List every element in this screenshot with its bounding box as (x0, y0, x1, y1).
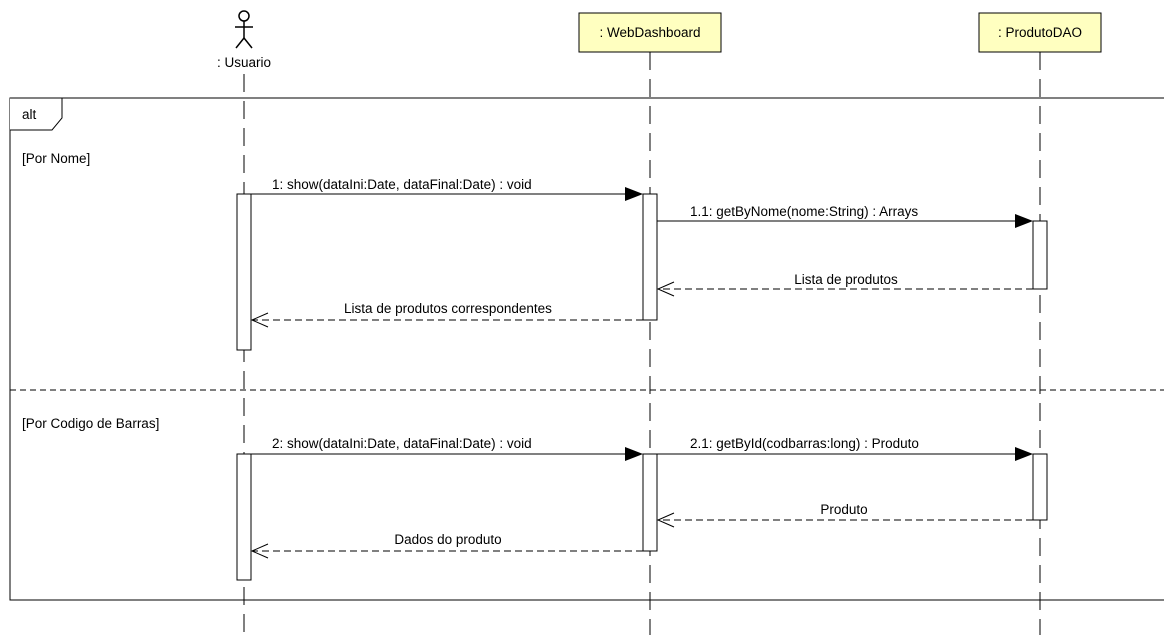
message-1[interactable]: 1: show(dataIni:Date, dataFinal:Date) : … (251, 177, 643, 201)
open-arrowhead-icon (656, 512, 675, 528)
activation-bar-usuario-2 (236, 453, 252, 581)
fragment-operator-label: alt (22, 107, 37, 122)
open-arrowhead-icon (250, 312, 269, 328)
message-2-1[interactable]: 2.1: getById(codbarras:long) : Produto (657, 436, 1033, 461)
message-label: 1.1: getByNome(nome:String) : Arrays (690, 204, 918, 219)
message-label: 1: show(dataIni:Date, dataFinal:Date) : … (272, 177, 532, 192)
actor-usuario[interactable]: : Usuario (217, 10, 271, 70)
stick-figure-icon (235, 10, 253, 49)
message-1-1[interactable]: 1.1: getByNome(nome:String) : Arrays (657, 204, 1033, 228)
filled-arrowhead-icon (1015, 447, 1033, 461)
return-produto[interactable]: Produto (656, 502, 1033, 528)
alt-fragment[interactable]: alt [Por Nome] [Por Codigo de Barras] (9, 97, 1164, 601)
message-label: 2.1: getById(codbarras:long) : Produto (690, 436, 919, 451)
participant-label-usuario: : Usuario (217, 55, 271, 70)
message-2[interactable]: 2: show(dataIni:Date, dataFinal:Date) : … (251, 436, 643, 461)
message-label: 2: show(dataIni:Date, dataFinal:Date) : … (272, 436, 532, 451)
guard-por-nome: [Por Nome] (22, 151, 90, 166)
fragment-frame (9, 97, 1164, 601)
activation-bar-produtodao-1 (1032, 220, 1048, 290)
message-label: Produto (820, 502, 867, 517)
open-arrowhead-icon (656, 281, 675, 297)
participant-webdashboard[interactable]: : WebDashboard (578, 12, 722, 53)
open-arrowhead-icon (250, 543, 269, 559)
participant-label-webdashboard: : WebDashboard (599, 25, 700, 40)
activation-bar-webdashboard-1 (642, 193, 658, 321)
message-label: Dados do produto (394, 532, 501, 547)
activation-bar-produtodao-2 (1032, 453, 1048, 521)
activation-bar-usuario-1 (236, 193, 252, 351)
participant-box (978, 12, 1102, 53)
participant-produtodao[interactable]: : ProdutoDAO (978, 12, 1102, 53)
filled-arrowhead-icon (625, 187, 643, 201)
return-lista-de-produtos[interactable]: Lista de produtos (656, 272, 1033, 297)
message-label: Lista de produtos correspondentes (344, 301, 552, 316)
filled-arrowhead-icon (625, 447, 643, 461)
return-lista-de-produtos-correspondentes[interactable]: Lista de produtos correspondentes (250, 301, 643, 328)
participant-label-produtodao: : ProdutoDAO (998, 25, 1082, 40)
guard-por-codigo-de-barras: [Por Codigo de Barras] (22, 416, 159, 431)
activation-bar-webdashboard-2 (642, 453, 658, 552)
participant-box (578, 12, 722, 53)
filled-arrowhead-icon (1015, 214, 1033, 228)
message-label: Lista de produtos (794, 272, 898, 287)
fragment-operator-tab (10, 97, 63, 131)
return-dados-do-produto[interactable]: Dados do produto (250, 532, 643, 559)
